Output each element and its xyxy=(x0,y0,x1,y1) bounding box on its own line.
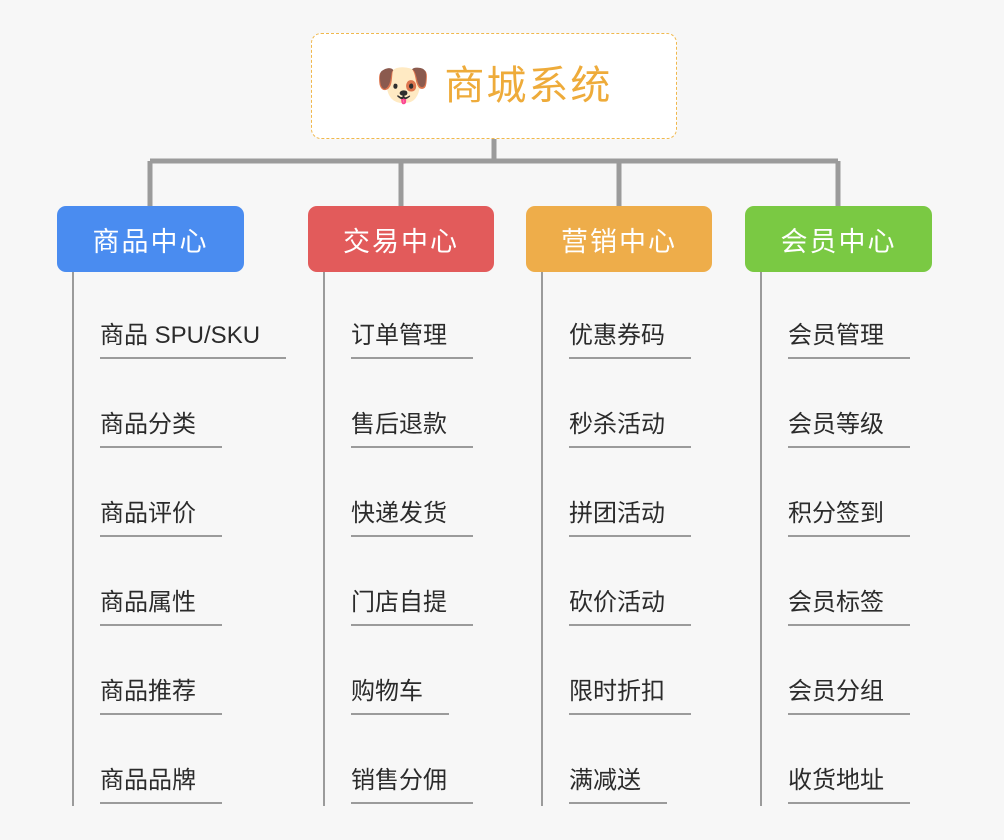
leaf-item[interactable]: 收货地址 xyxy=(760,717,910,806)
branch-trunk-line xyxy=(72,272,74,806)
leaf-label: 积分签到 xyxy=(788,500,910,537)
leaf-item[interactable]: 秒杀活动 xyxy=(541,361,691,450)
root-title: 商城系统 xyxy=(444,64,613,108)
leaf-item[interactable]: 商品推荐 xyxy=(72,628,222,717)
leaf-item[interactable]: 订单管理 xyxy=(323,272,473,361)
leaf-label: 门店自提 xyxy=(351,589,473,626)
leaf-label: 商品品牌 xyxy=(100,767,222,804)
leaf-label: 商品 SPU/SKU xyxy=(100,322,287,359)
leaf-item[interactable]: 商品品牌 xyxy=(72,717,222,806)
leaf-label: 秒杀活动 xyxy=(569,411,691,448)
leaf-item[interactable]: 优惠券码 xyxy=(541,272,691,361)
leaf-item[interactable]: 砍价活动 xyxy=(541,539,691,628)
category-label: 会员中心 xyxy=(780,226,897,257)
leaf-label: 满减送 xyxy=(569,767,667,804)
leaf-item[interactable]: 限时折扣 xyxy=(541,628,691,717)
branch-trunk-line xyxy=(760,272,762,806)
leaf-label: 拼团活动 xyxy=(569,500,691,537)
leaf-item[interactable]: 会员分组 xyxy=(760,628,910,717)
leaf-label: 会员标签 xyxy=(788,589,910,626)
leaf-item[interactable]: 拼团活动 xyxy=(541,450,691,539)
leaf-label: 销售分佣 xyxy=(351,767,473,804)
branch-trunk-line xyxy=(323,272,325,806)
leaf-item[interactable]: 会员管理 xyxy=(760,272,910,361)
leaf-item[interactable]: 积分签到 xyxy=(760,450,910,539)
leaf-item[interactable]: 商品属性 xyxy=(72,539,222,628)
leaf-item[interactable]: 购物车 xyxy=(323,628,449,717)
leaf-label: 商品属性 xyxy=(100,589,222,626)
leaf-label: 限时折扣 xyxy=(569,678,691,715)
category-label: 交易中心 xyxy=(343,226,459,257)
category-header-商品中心[interactable]: 商品中心 xyxy=(57,206,244,272)
leaf-label: 会员管理 xyxy=(788,322,910,359)
leaf-label: 会员分组 xyxy=(788,678,910,715)
leaf-label: 优惠券码 xyxy=(569,322,691,359)
leaf-item[interactable]: 快递发货 xyxy=(323,450,473,539)
category-label: 商品中心 xyxy=(92,226,209,257)
leaf-label: 收货地址 xyxy=(788,767,910,804)
leaf-label: 会员等级 xyxy=(788,411,910,448)
leaf-item[interactable]: 商品 SPU/SKU xyxy=(72,272,287,361)
leaf-item[interactable]: 销售分佣 xyxy=(323,717,473,806)
leaf-label: 砍价活动 xyxy=(569,589,691,626)
category-header-会员中心[interactable]: 会员中心 xyxy=(745,206,932,272)
leaf-item[interactable]: 商品分类 xyxy=(72,361,222,450)
leaf-label: 商品分类 xyxy=(100,411,222,448)
root-node[interactable]: 🐶 商城系统 xyxy=(311,33,677,139)
leaf-item[interactable]: 商品评价 xyxy=(72,450,222,539)
leaf-label: 售后退款 xyxy=(351,411,473,448)
leaf-label: 商品评价 xyxy=(100,500,222,537)
leaf-item[interactable]: 门店自提 xyxy=(323,539,473,628)
leaf-item[interactable]: 会员标签 xyxy=(760,539,910,628)
leaf-label: 快递发货 xyxy=(351,500,473,537)
category-header-营销中心[interactable]: 营销中心 xyxy=(526,206,712,272)
leaf-item[interactable]: 售后退款 xyxy=(323,361,473,450)
category-header-交易中心[interactable]: 交易中心 xyxy=(308,206,494,272)
shiba-dog-face-icon: 🐶 xyxy=(375,61,431,110)
leaf-item[interactable]: 满减送 xyxy=(541,717,667,806)
leaf-label: 商品推荐 xyxy=(100,678,222,715)
leaf-item[interactable]: 会员等级 xyxy=(760,361,910,450)
category-label: 营销中心 xyxy=(561,226,677,257)
branch-trunk-line xyxy=(541,272,543,806)
leaf-label: 购物车 xyxy=(351,678,449,715)
leaf-label: 订单管理 xyxy=(351,322,473,359)
